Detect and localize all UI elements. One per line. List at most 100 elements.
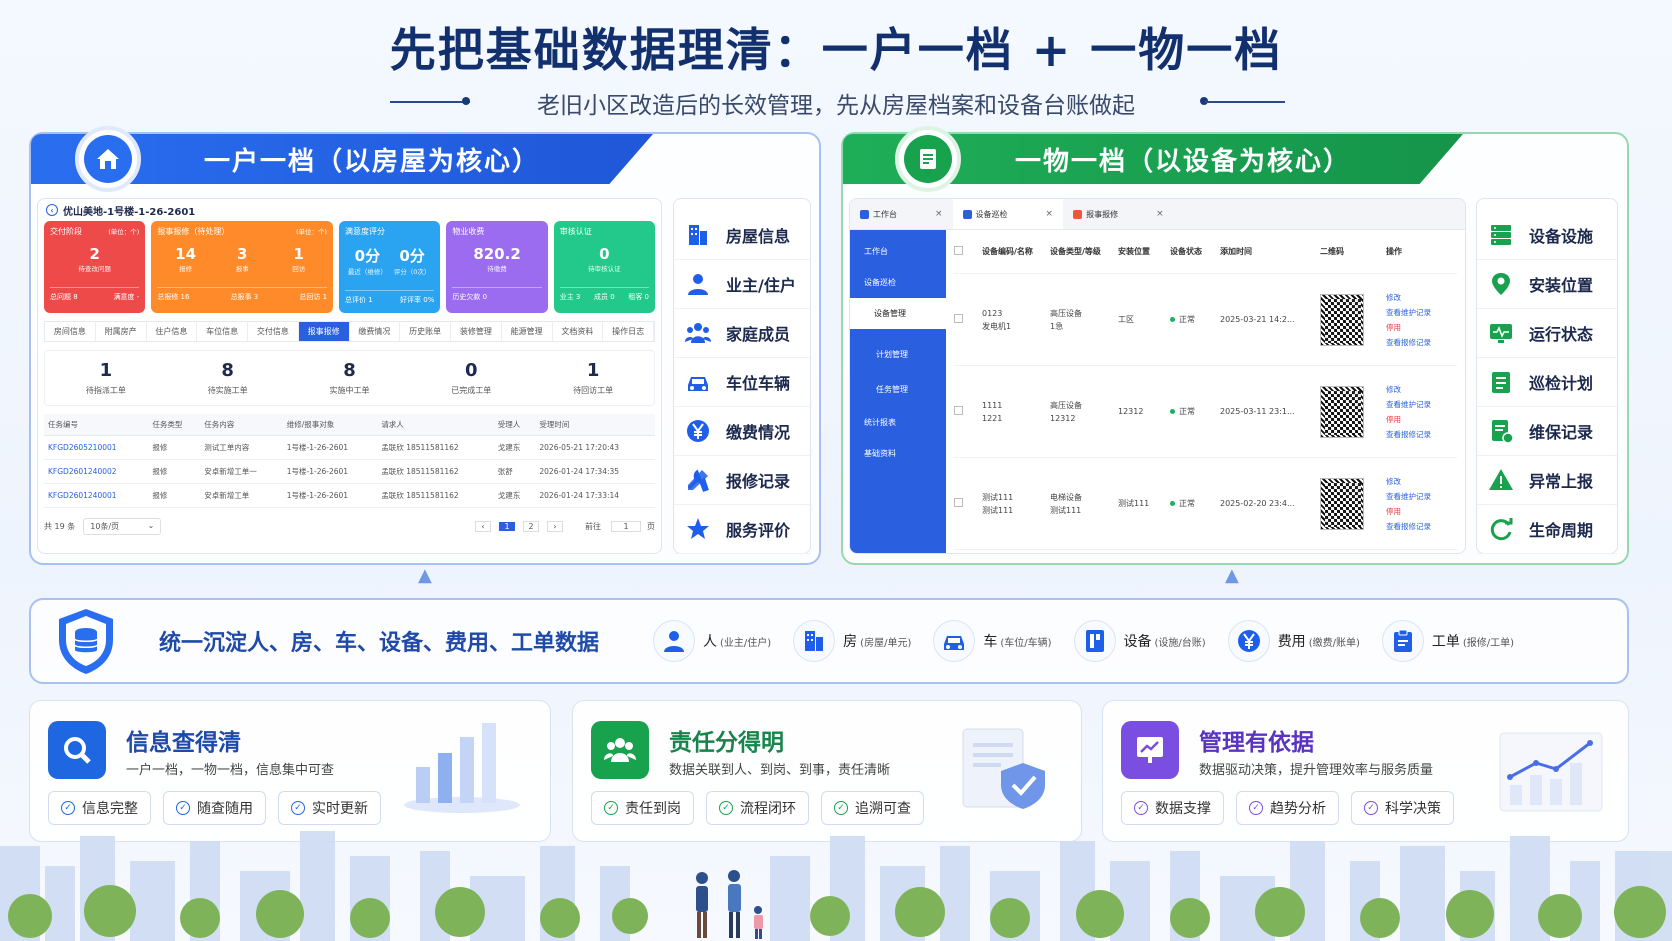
tab-8[interactable]: 装修管理 xyxy=(451,322,502,341)
side-menu-item[interactable]: 报修记录 xyxy=(674,456,810,505)
page-size-select[interactable]: 10条/页⌄ xyxy=(83,518,162,535)
select-all-checkbox[interactable] xyxy=(954,246,982,257)
row-action[interactable]: 查看报修记录 xyxy=(1386,337,1431,347)
side-menu-item[interactable]: 房屋信息 xyxy=(674,211,810,260)
table-cell[interactable]: KFGD2601240001 xyxy=(44,483,149,508)
row-action[interactable]: 停用 xyxy=(1386,506,1401,516)
side-menu-item[interactable]: 车位车辆 xyxy=(674,358,810,407)
side-menu-item[interactable]: 服务评价 xyxy=(674,505,810,554)
page-2-button[interactable]: 2 xyxy=(523,521,539,532)
close-icon[interactable]: × xyxy=(935,209,943,219)
tab-11[interactable]: 操作日志 xyxy=(603,322,654,341)
tab-4[interactable]: 交付信息 xyxy=(248,322,299,341)
tab-7[interactable]: 历史账单 xyxy=(400,322,451,341)
house-address: 优山美地-1号楼-1-26-2601 xyxy=(63,206,196,218)
nav-item[interactable]: 基础资料 xyxy=(864,449,896,458)
qr-code-icon[interactable] xyxy=(1320,293,1364,346)
side-menu-item[interactable]: 巡检计划 xyxy=(1477,358,1617,407)
table-cell: 戈建东 xyxy=(493,435,536,460)
app-tab[interactable]: 工作台× xyxy=(850,199,953,229)
row-checkbox[interactable] xyxy=(954,498,982,509)
page-1-button[interactable]: 1 xyxy=(499,522,515,531)
house-icon xyxy=(84,135,132,183)
nav-item[interactable]: 统计报表 xyxy=(864,418,896,427)
row-checkbox[interactable] xyxy=(954,406,982,417)
table-cell: 孟联欣 18511581162 xyxy=(377,483,494,508)
back-icon[interactable]: ‹ xyxy=(46,204,58,216)
prev-page-button[interactable]: ‹ xyxy=(475,521,491,532)
row-action[interactable]: 停用 xyxy=(1386,322,1401,332)
table-cell[interactable]: KFGD2601240002 xyxy=(44,459,149,484)
check-icon: ✓ xyxy=(604,801,618,815)
row-action[interactable]: 查看维护记录 xyxy=(1386,307,1431,317)
tab-0[interactable]: 房间信息 xyxy=(45,322,96,341)
row-action[interactable]: 查看维护记录 xyxy=(1386,399,1431,409)
tab-10[interactable]: 文档资料 xyxy=(553,322,604,341)
equipment-type: 电梯设备 xyxy=(1050,492,1082,502)
row-checkbox[interactable] xyxy=(954,314,982,325)
nav-item[interactable]: 设备巡检 xyxy=(864,278,896,287)
row-action[interactable]: 修改 xyxy=(1386,384,1401,394)
qr-code-icon[interactable] xyxy=(1320,477,1364,530)
tab-9[interactable]: 能源管理 xyxy=(502,322,553,341)
side-menu-item[interactable]: 家庭成员 xyxy=(674,309,810,358)
side-menu-item[interactable]: 异常上报 xyxy=(1477,456,1617,505)
next-page-button[interactable]: › xyxy=(547,521,563,532)
row-action[interactable]: 查看报修记录 xyxy=(1386,521,1431,531)
app-tab[interactable]: 设备巡检× xyxy=(952,199,1064,229)
team-icon xyxy=(591,721,649,779)
column-header: 设备编码/名称 xyxy=(982,247,1033,256)
inspect-icon xyxy=(962,209,972,219)
side-menu-item[interactable]: 安装位置 xyxy=(1477,260,1617,309)
app-tab[interactable]: 报事报修× xyxy=(1063,199,1174,229)
table-cell[interactable]: KFGD2605210001 xyxy=(44,435,149,460)
side-menu-item[interactable]: 运行状态 xyxy=(1477,309,1617,358)
row-action[interactable]: 修改 xyxy=(1386,476,1401,486)
building-icon xyxy=(684,221,712,249)
close-icon[interactable]: × xyxy=(1045,209,1054,219)
side-menu-item[interactable]: 维保记录 xyxy=(1477,407,1617,456)
added-time: 2025-03-11 23:1... xyxy=(1220,407,1295,416)
side-menu-item[interactable]: 业主/住户 xyxy=(674,260,810,309)
subtitle-dot-right xyxy=(1200,97,1208,105)
row-action[interactable]: 修改 xyxy=(1386,292,1401,302)
tab-3[interactable]: 车位信息 xyxy=(197,322,248,341)
nav-item[interactable]: 工作台 xyxy=(864,247,888,256)
nav-item[interactable]: 计划管理 xyxy=(876,350,908,359)
side-menu-item[interactable]: 缴费情况 xyxy=(674,407,810,456)
side-menu-item[interactable]: 设备设施 xyxy=(1477,211,1617,260)
row-action[interactable]: 查看报修记录 xyxy=(1386,429,1431,439)
side-menu-label: 报修记录 xyxy=(726,472,791,491)
row-action[interactable]: 停用 xyxy=(1386,414,1401,424)
tab-2[interactable]: 住户信息 xyxy=(147,322,198,341)
row-action[interactable]: 查看维护记录 xyxy=(1386,491,1431,501)
nav-item[interactable]: 设备管理 xyxy=(850,298,946,329)
goto-page-input[interactable]: 1 xyxy=(611,521,641,532)
close-icon[interactable]: × xyxy=(1156,209,1164,219)
tab-5[interactable]: 报事报修 xyxy=(298,322,350,341)
table-cell: 报修 xyxy=(148,435,201,460)
side-menu-label: 生命周期 xyxy=(1529,521,1594,540)
qr-code-icon[interactable] xyxy=(1320,385,1364,438)
tab-6[interactable]: 缴费情况 xyxy=(350,322,401,341)
nav-item[interactable]: 任务管理 xyxy=(876,385,908,394)
tab-1[interactable]: 附属房产 xyxy=(96,322,147,341)
side-menu-item[interactable]: 生命周期 xyxy=(1477,505,1617,554)
